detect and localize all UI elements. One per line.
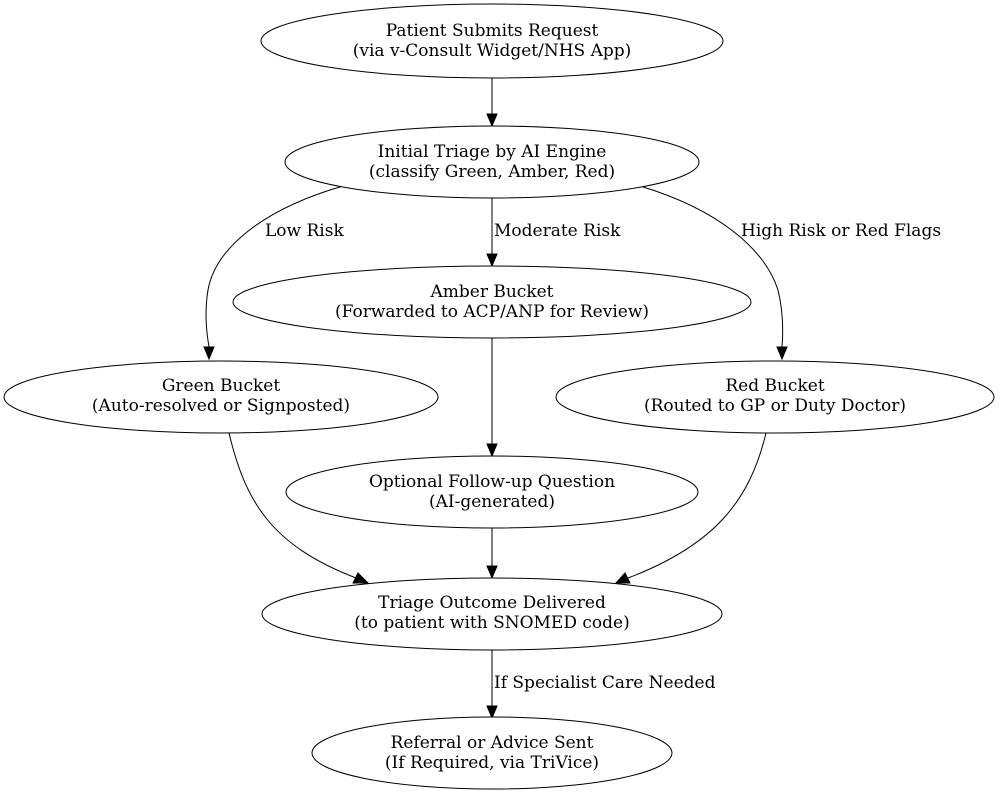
node-referral-or-advice: Referral or Advice Sent (If Required, vi…: [311, 716, 673, 790]
node-red-bucket-line1: Red Bucket: [725, 376, 824, 396]
node-red-bucket: Red Bucket (Routed to GP or Duty Doctor): [555, 360, 995, 434]
node-amber-bucket-line1: Amber Bucket: [429, 282, 553, 302]
edge-label-specialist: If Specialist Care Needed: [494, 673, 716, 693]
node-triage-outcome-line2: (to patient with SNOMED code): [354, 613, 629, 633]
edge-triage-to-green: [203, 185, 344, 361]
edge-green-to-outcome: [228, 432, 370, 584]
node-initial-triage-line2: (classify Green, Amber, Red): [369, 162, 615, 182]
node-triage-outcome: Triage Outcome Delivered (to patient wit…: [261, 577, 723, 651]
edge-label-low-risk: Low Risk: [265, 221, 344, 241]
edge-submit-to-triage: [486, 78, 498, 128]
edge-red-to-outcome: [614, 432, 767, 584]
edge-outcome-to-referral: [486, 650, 498, 720]
node-initial-triage-line1: Initial Triage by AI Engine: [378, 142, 607, 162]
node-referral-or-advice-line2: (If Required, via TriVice): [385, 753, 599, 773]
node-patient-submits: Patient Submits Request (via v-Consult W…: [260, 3, 724, 79]
node-triage-outcome-line1: Triage Outcome Delivered: [378, 593, 606, 613]
node-follow-up-question-line2: (AI-generated): [429, 492, 555, 512]
node-referral-or-advice-line1: Referral or Advice Sent: [391, 733, 594, 753]
edge-followup-to-outcome: [486, 528, 498, 580]
node-patient-submits-line1: Patient Submits Request: [386, 21, 599, 41]
edge-label-moderate-risk: Moderate Risk: [494, 221, 621, 241]
node-initial-triage: Initial Triage by AI Engine (classify Gr…: [284, 125, 700, 199]
node-patient-submits-line2: (via v-Consult Widget/NHS App): [353, 41, 632, 61]
node-green-bucket-line2: (Auto-resolved or Signposted): [92, 396, 350, 416]
edge-label-high-risk: High Risk or Red Flags: [741, 221, 941, 241]
node-green-bucket-line1: Green Bucket: [162, 376, 281, 396]
node-red-bucket-line2: (Routed to GP or Duty Doctor): [644, 396, 906, 416]
edge-triage-to-amber: [486, 198, 498, 268]
node-amber-bucket-line2: (Forwarded to ACP/ANP for Review): [335, 302, 649, 322]
edge-triage-to-red: [639, 185, 788, 361]
node-follow-up-question: Optional Follow-up Question (AI-generate…: [285, 455, 699, 529]
edge-amber-to-followup: [486, 338, 498, 458]
node-follow-up-question-line1: Optional Follow-up Question: [369, 472, 615, 492]
node-green-bucket: Green Bucket (Auto-resolved or Signposte…: [3, 360, 439, 434]
node-amber-bucket: Amber Bucket (Forwarded to ACP/ANP for R…: [232, 265, 752, 339]
